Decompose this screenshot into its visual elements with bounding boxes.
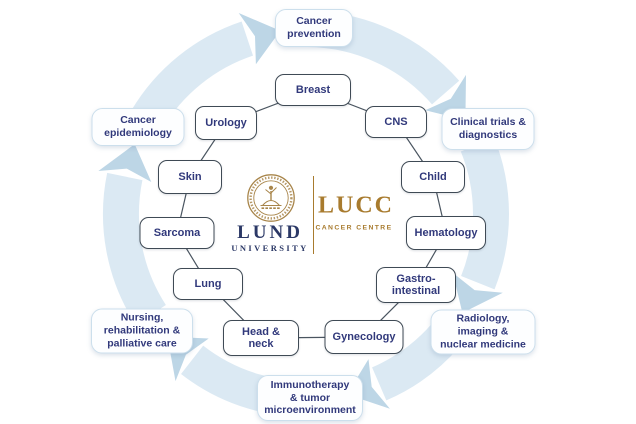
logo-divider <box>313 176 314 254</box>
inner-box-label: Skin <box>178 170 202 183</box>
inner-box-label: Urology <box>205 116 247 129</box>
flow-arrowhead-icon <box>98 144 152 182</box>
outer-box-radiology-imaging-nuclear-medicine: Radiology, imaging & nuclear medicine <box>430 309 536 355</box>
inner-box-head-neck: Head & neck <box>223 320 299 356</box>
outer-box-nursing-rehabilitation-palliative-care: Nursing, rehabilitation & palliative car… <box>91 308 193 354</box>
inner-box-sarcoma: Sarcoma <box>139 217 215 249</box>
flow-band-segment <box>460 137 509 290</box>
inner-box-label: Head & neck <box>242 325 280 350</box>
university-wordmark: UNIVERSITY <box>231 243 309 253</box>
inner-box-label: Breast <box>295 83 331 96</box>
flow-arrowhead-icon <box>452 272 503 313</box>
cancer-centre-label: CANCER CENTRE <box>315 224 393 232</box>
lucc-wordmark: LUCC <box>317 192 395 219</box>
inner-box-label: Gynecology <box>332 330 396 343</box>
inner-box-skin: Skin <box>158 160 222 194</box>
inner-box-cns: CNS <box>365 106 427 138</box>
inner-box-label: Sarcoma <box>153 226 201 239</box>
outer-box-label: Clinical trials & diagnostics <box>450 116 526 141</box>
inner-box-gynecology: Gynecology <box>324 320 404 354</box>
lund-university-seal-icon <box>247 174 295 222</box>
outer-box-label: Cancer epidemiology <box>104 114 172 139</box>
inner-box-breast: Breast <box>275 74 351 106</box>
inner-box-label: Lung <box>194 277 222 290</box>
flow-arrowhead-icon <box>238 13 281 65</box>
lund-wordmark: LUND <box>237 222 303 243</box>
outer-box-clinical-trials-diagnostics: Clinical trials & diagnostics <box>441 108 535 150</box>
outer-box-immunotherapy-tumor-microenvironment: Immunotherapy & tumor microenvironment <box>257 375 363 421</box>
inner-box-label: Hematology <box>414 226 478 239</box>
outer-box-cancer-epidemiology: Cancer epidemiology <box>91 108 185 146</box>
inner-box-label: Child <box>419 170 447 183</box>
flow-band-segment <box>103 172 167 325</box>
inner-box-label: CNS <box>384 115 408 128</box>
inner-box-lung: Lung <box>173 268 243 300</box>
inner-box-hematology: Hematology <box>406 216 486 250</box>
inner-box-label: Gastro- intestinal <box>391 272 441 297</box>
inner-box-urology: Urology <box>195 106 257 140</box>
outer-box-label: Cancer prevention <box>287 15 341 40</box>
outer-box-label: Nursing, rehabilitation & palliative car… <box>103 311 181 350</box>
outer-box-cancer-prevention: Cancer prevention <box>275 9 353 47</box>
flow-band-segment <box>131 21 254 130</box>
outer-box-label: Immunotherapy & tumor microenvironment <box>264 378 356 417</box>
inner-box-gastro-intestinal: Gastro- intestinal <box>376 267 456 303</box>
inner-box-child: Child <box>401 161 465 193</box>
outer-box-label: Radiology, imaging & nuclear medicine <box>440 312 526 351</box>
